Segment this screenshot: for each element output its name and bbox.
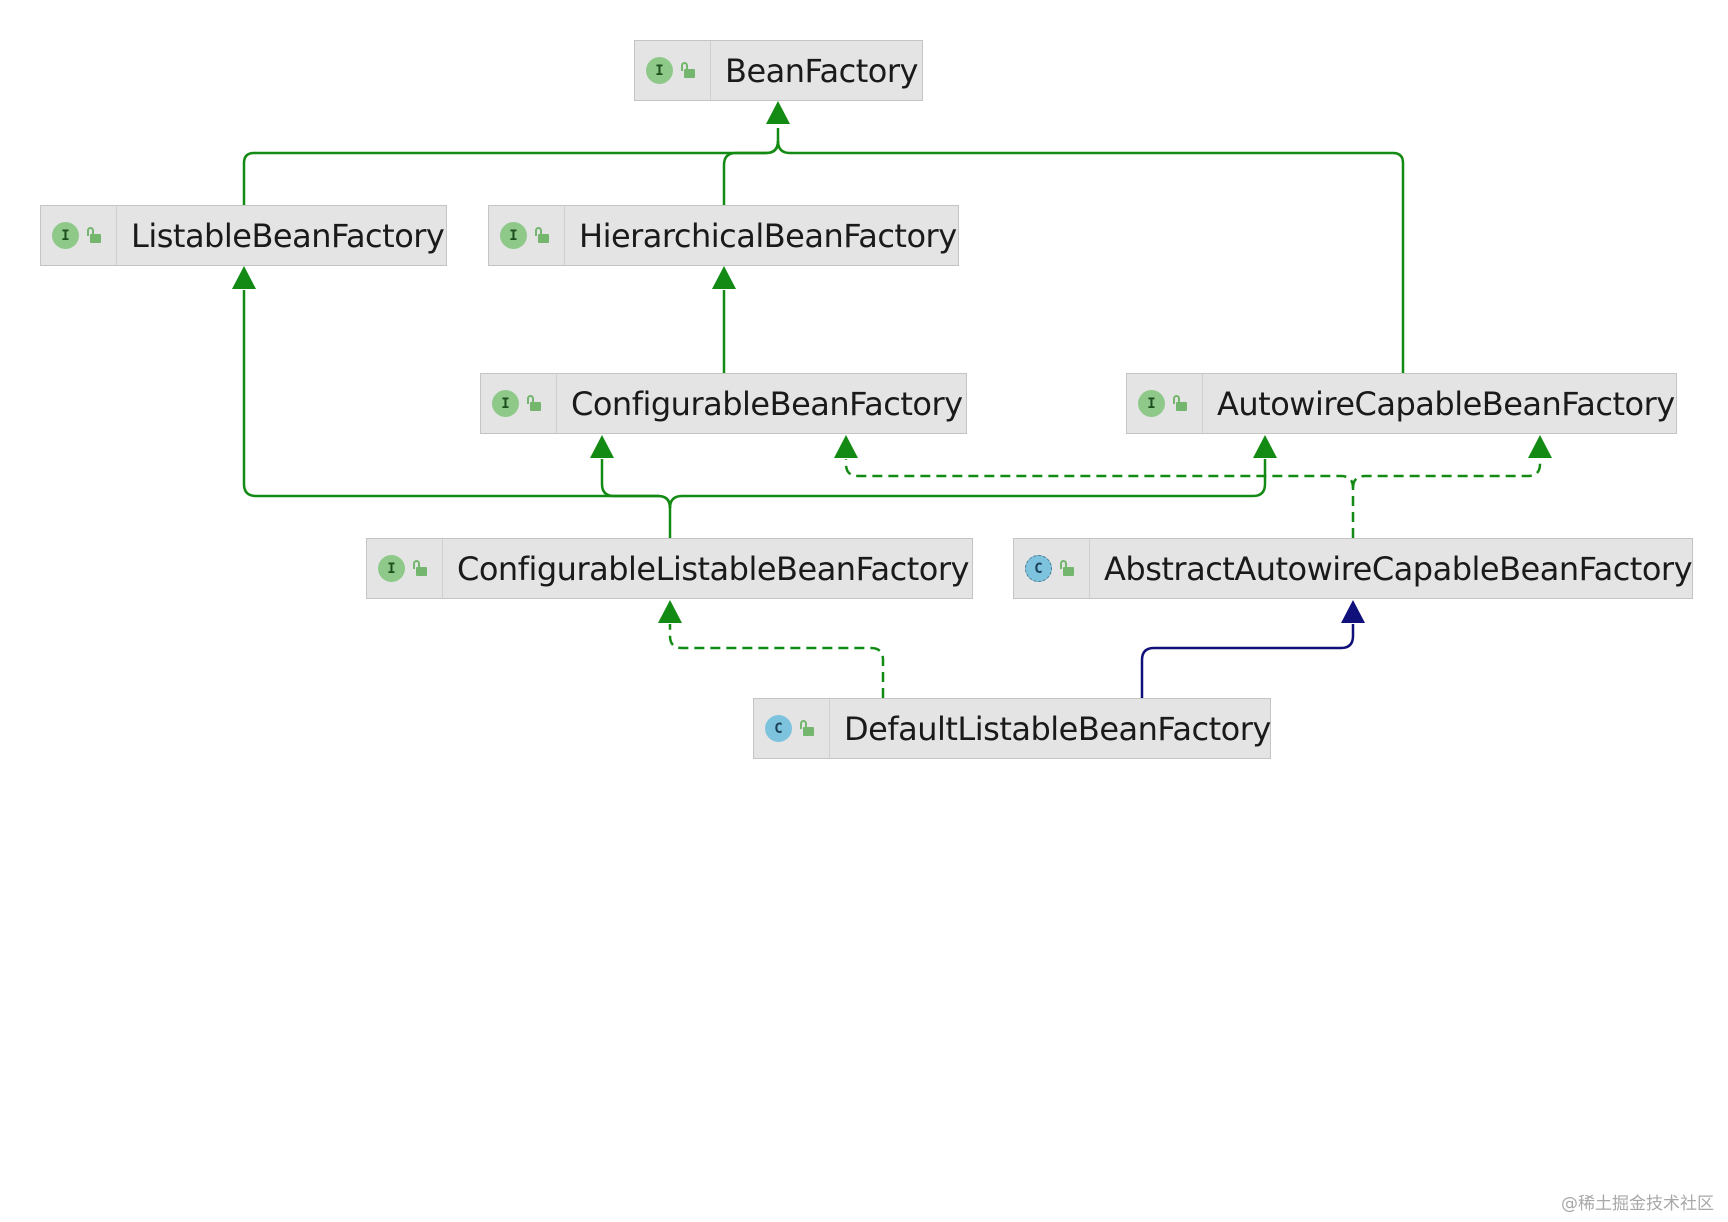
- abstract-class-icon: C: [1025, 555, 1052, 582]
- lock-icon: [413, 560, 430, 577]
- node-abstract-autowire-capable-bean-factory[interactable]: C AbstractAutowireCapableBeanFactory: [1013, 538, 1693, 599]
- node-bean-factory[interactable]: I BeanFactory: [634, 40, 923, 101]
- arrowhead-abstract: [1341, 600, 1365, 623]
- node-icons: I: [1127, 374, 1203, 433]
- interface-icon: I: [646, 57, 673, 84]
- edge-abstract-to-autowire: [1351, 459, 1542, 489]
- node-label: DefaultListableBeanFactory: [844, 709, 1271, 748]
- interface-icon: I: [378, 555, 405, 582]
- lock-icon: [535, 227, 552, 244]
- arrowhead-hierarchical: [712, 266, 736, 289]
- interface-icon: I: [52, 222, 79, 249]
- arrowhead-autowire-dashed: [1528, 435, 1552, 458]
- node-label: AutowireCapableBeanFactory: [1217, 384, 1675, 423]
- arrowhead-autowire-solid: [1253, 435, 1277, 458]
- lock-icon: [681, 62, 698, 79]
- node-configurable-bean-factory[interactable]: I ConfigurableBeanFactory: [480, 373, 967, 434]
- lock-icon: [1173, 395, 1190, 412]
- edge-default-to-cfglistable: [668, 624, 885, 698]
- edge-default-to-abstract: [1140, 624, 1355, 698]
- node-listable-bean-factory[interactable]: I ListableBeanFactory: [40, 205, 447, 266]
- edge-cfglistable-to-configurable: [600, 459, 672, 509]
- node-label: AbstractAutowireCapableBeanFactory: [1104, 549, 1693, 588]
- node-label: ConfigurableListableBeanFactory: [457, 549, 969, 588]
- node-hierarchical-bean-factory[interactable]: I HierarchicalBeanFactory: [488, 205, 959, 266]
- node-default-listable-bean-factory[interactable]: C DefaultListableBeanFactory: [753, 698, 1271, 759]
- node-icons: I: [41, 206, 117, 265]
- interface-icon: I: [500, 222, 527, 249]
- edge-abstract-to-configurable: [844, 459, 1355, 538]
- node-icons: I: [367, 539, 443, 598]
- lock-icon: [527, 395, 544, 412]
- node-icons: I: [489, 206, 565, 265]
- lock-icon: [1060, 560, 1077, 577]
- edge-hierarchical-to-beanfactory: [722, 140, 780, 205]
- interface-icon: I: [1138, 390, 1165, 417]
- node-label: ListableBeanFactory: [131, 216, 445, 255]
- node-icons: I: [635, 41, 711, 100]
- arrowhead-listable: [232, 266, 256, 289]
- lock-icon: [800, 720, 817, 737]
- arrowhead-configurable-dashed: [834, 435, 858, 458]
- node-label: ConfigurableBeanFactory: [571, 384, 963, 423]
- arrowhead-configurable-solid: [590, 435, 614, 458]
- arrowhead-beanfactory: [766, 101, 790, 124]
- node-icons: C: [754, 699, 830, 758]
- arrowhead-cfglistable: [658, 600, 682, 623]
- lock-icon: [87, 227, 104, 244]
- node-label: BeanFactory: [725, 51, 918, 90]
- node-autowire-capable-bean-factory[interactable]: I AutowireCapableBeanFactory: [1126, 373, 1677, 434]
- interface-icon: I: [492, 390, 519, 417]
- watermark: @稀土掘金技术社区: [1561, 1194, 1714, 1214]
- node-icons: I: [481, 374, 557, 433]
- edge-autowire-to-beanfactory: [776, 140, 1405, 373]
- class-icon: C: [765, 715, 792, 742]
- node-icons: C: [1014, 539, 1090, 598]
- node-label: HierarchicalBeanFactory: [579, 216, 957, 255]
- edge-listable-to-beanfactory: [242, 128, 780, 205]
- node-configurable-listable-bean-factory[interactable]: I ConfigurableListableBeanFactory: [366, 538, 973, 599]
- edge-cfglistable-to-autowire: [668, 459, 1267, 509]
